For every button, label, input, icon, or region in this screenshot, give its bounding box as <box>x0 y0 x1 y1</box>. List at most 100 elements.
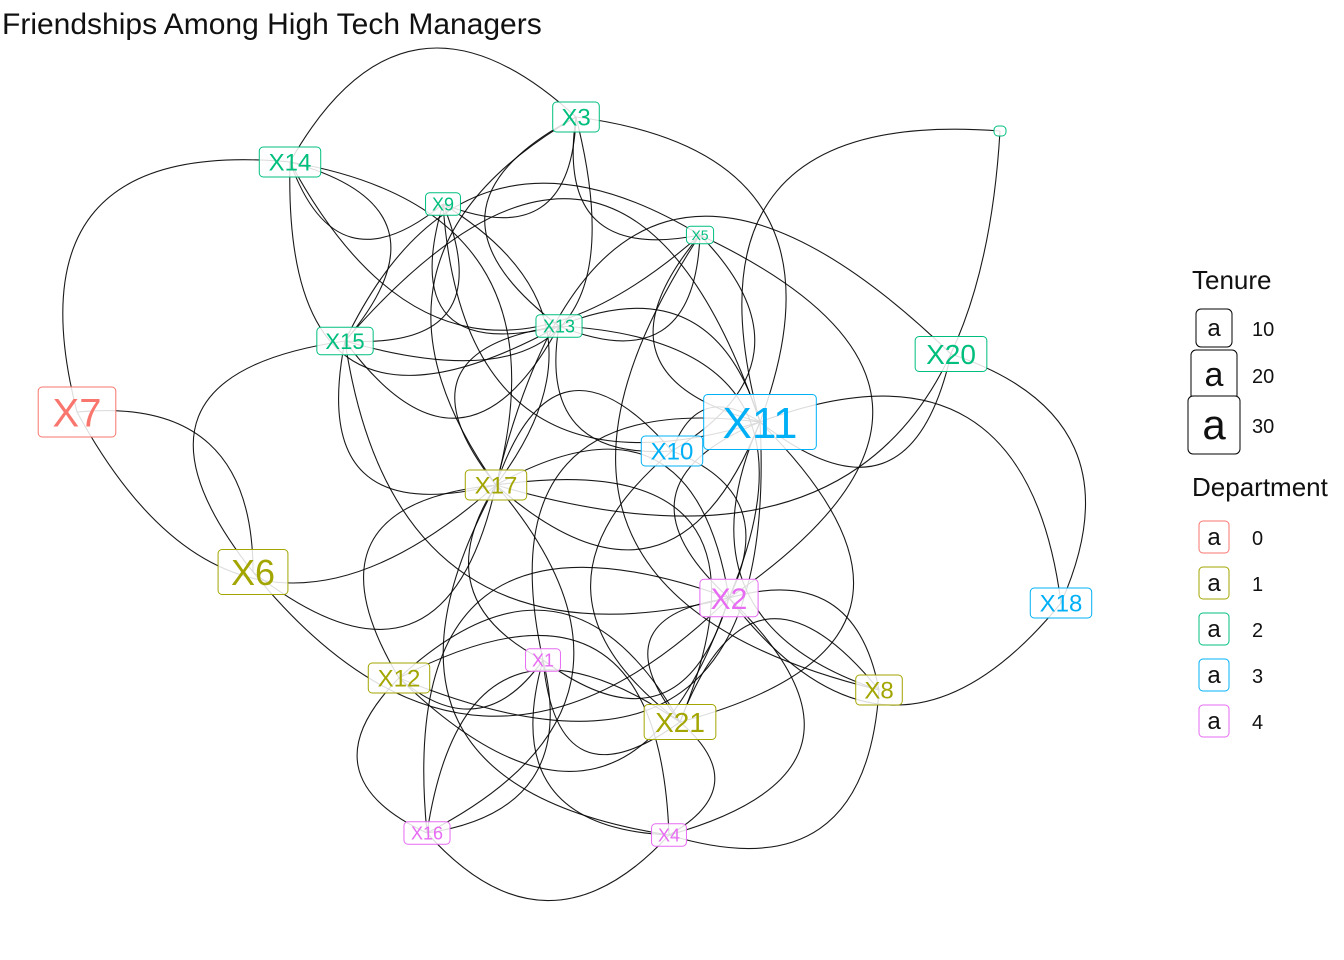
node-box <box>651 823 687 847</box>
node-x12: X12 <box>367 662 431 694</box>
edge-x12-x21 <box>398 609 681 723</box>
node-box <box>1029 587 1093 619</box>
node-label: X21 <box>655 707 705 738</box>
node-x11: X11 <box>703 394 817 450</box>
edge-x15-x17 <box>338 340 497 495</box>
legend-key-glyph: a <box>1207 708 1221 735</box>
edge-x13-x17 <box>454 325 560 486</box>
node-box <box>703 394 817 450</box>
node-x16: X16 <box>403 821 451 845</box>
node-label: X12 <box>378 666 421 693</box>
edge-x20-x17 <box>495 215 952 486</box>
node-box <box>367 662 431 694</box>
node-label: X5 <box>691 227 708 243</box>
node-label: X8 <box>864 678 893 705</box>
node-x9: X9 <box>425 192 461 216</box>
node-x13: X13 <box>535 314 583 338</box>
legend-label-department: 0 <box>1252 528 1263 550</box>
legend-key-glyph: a <box>1207 662 1221 689</box>
legend-key-box <box>1198 704 1230 738</box>
legend-label-department: 1 <box>1252 574 1263 596</box>
edge-x11-x21 <box>679 421 855 723</box>
node-label: X13 <box>543 316 575 336</box>
edge-x2-x4 <box>668 597 805 836</box>
node-x6: X6 <box>217 549 289 595</box>
legend-key-box <box>1198 612 1230 646</box>
edge-x6-x2 <box>252 571 730 717</box>
edge-x11-x12 <box>398 421 762 722</box>
edge-x14-x17 <box>289 161 513 486</box>
edge-x16-x4 <box>426 832 670 902</box>
edge-x9-x17 <box>442 203 550 486</box>
edge-x1-x4 <box>532 659 670 836</box>
edge-x13-x10 <box>555 325 673 453</box>
edge-x17-x2 <box>495 448 730 599</box>
node-x7: X7 <box>37 386 117 438</box>
legend-key-box <box>1198 520 1230 554</box>
legend-label-department: 3 <box>1252 666 1263 688</box>
legend-key-box <box>1195 308 1233 348</box>
edge-x9-x13 <box>431 203 560 335</box>
node-x5: X5 <box>685 225 715 245</box>
node-x17: X17 <box>464 469 528 501</box>
node-x18: X18 <box>1029 587 1093 619</box>
node-label: X4 <box>658 825 680 845</box>
edge-x9-x15 <box>344 203 460 343</box>
edge-x1-x21 <box>542 659 681 756</box>
edge-x14-x9 <box>289 161 444 240</box>
node-label: X6 <box>231 552 275 593</box>
edge-x13-x11 <box>558 307 761 423</box>
node-x19 <box>993 125 1007 137</box>
node-box <box>685 225 715 245</box>
edge-x7-x14 <box>62 159 291 413</box>
node-x3: X3 <box>552 101 600 133</box>
edge-x10-x21 <box>590 450 681 723</box>
legend-key-box <box>1187 395 1241 455</box>
node-box <box>258 146 322 178</box>
node-x21: X21 <box>643 704 717 740</box>
node-box <box>217 549 289 595</box>
edge-x11-x18 <box>759 395 1062 604</box>
edge-x12-x16 <box>356 677 428 834</box>
node-x14: X14 <box>258 146 322 178</box>
edge-x5-x15 <box>344 182 701 342</box>
edge-x2-x16 <box>423 566 730 834</box>
node-box <box>552 101 600 133</box>
legend-key-box <box>1198 566 1230 600</box>
legend-key-glyph: a <box>1207 570 1221 597</box>
node-label: X16 <box>411 823 443 843</box>
node-label: X1 <box>532 650 554 670</box>
node-x10: X10 <box>640 435 704 467</box>
edge-x5-x11 <box>652 234 761 423</box>
chart-title: Friendships Among High Tech Managers <box>2 8 542 41</box>
legend-title-tenure: Tenure <box>1192 265 1272 295</box>
node-box <box>37 386 117 438</box>
node-box <box>914 336 988 372</box>
edge-x5-x8 <box>615 234 880 691</box>
legend-key-glyph: a <box>1207 616 1221 643</box>
edge-x10-x17 <box>495 389 673 486</box>
edge-x14-x5 <box>289 161 701 331</box>
node-x1: X1 <box>525 648 561 672</box>
node-box <box>425 192 461 216</box>
edge-x14-x15 <box>289 161 392 342</box>
legend-title-department: Department <box>1192 472 1329 502</box>
edge-x17-x1 <box>467 484 544 661</box>
legend-label-tenure: 10 <box>1252 319 1274 341</box>
edge-x15-x11 <box>344 198 761 423</box>
node-x4: X4 <box>651 823 687 847</box>
node-label: X14 <box>269 150 312 177</box>
node-label: X2 <box>711 583 748 616</box>
node-x15: X15 <box>316 326 374 356</box>
edge-x5-x2 <box>699 234 874 599</box>
legend-key-glyph: a <box>1207 315 1221 342</box>
edge-x21-x16 <box>426 669 681 834</box>
edge-layer <box>62 47 1086 902</box>
edge-x8-x4 <box>668 689 880 850</box>
node-box <box>699 578 759 618</box>
edge-x2-x12 <box>398 597 730 772</box>
node-label: X10 <box>651 439 694 466</box>
edge-x3-x11 <box>575 116 787 423</box>
edge-x12-x4 <box>398 634 670 836</box>
